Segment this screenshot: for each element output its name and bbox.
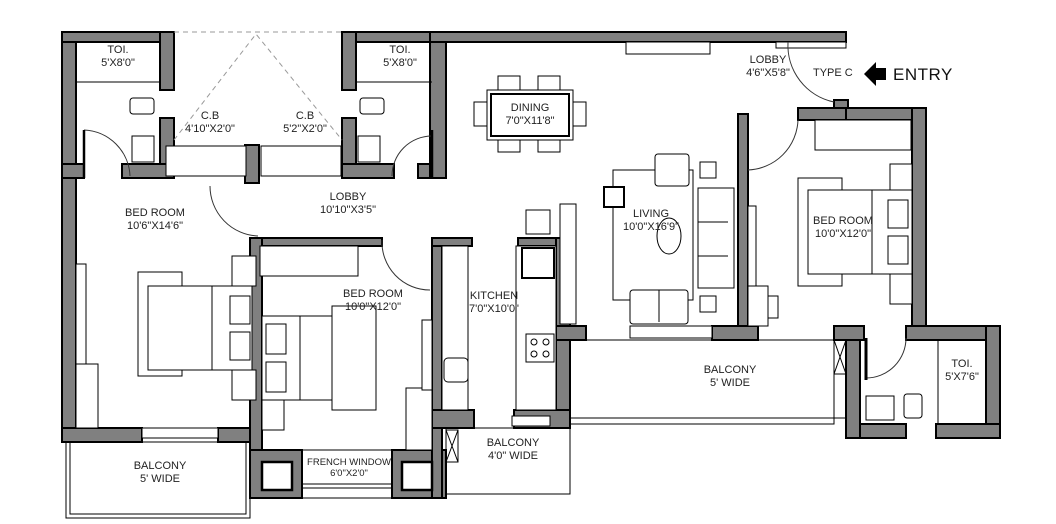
room-size: 5' WIDE — [709, 377, 750, 389]
room-name: BALCONY — [486, 437, 540, 449]
room-size: 10'0"X12'0" — [814, 228, 872, 240]
room-size: 5'2"X2'0" — [283, 123, 327, 135]
room-name: LOBBY — [329, 191, 367, 203]
dining-table — [473, 75, 587, 153]
room-size: 10'0"X12'0" — [344, 301, 402, 313]
balconies — [65, 339, 847, 519]
room-name: FRENCH WINDOW — [307, 457, 391, 468]
room-name: BED ROOM — [813, 215, 873, 227]
room-size: 4'6"X5'8" — [746, 67, 790, 79]
room-size: 6'0"X2'0" — [330, 468, 368, 479]
room-name: KITCHEN — [469, 290, 519, 302]
toilet-fixtures — [129, 97, 939, 424]
room-name: BALCONY — [703, 364, 757, 376]
room-label-cb-right: C.B 5'2"X2'0" — [283, 110, 327, 136]
room-size: 7'0"X10'0" — [469, 303, 519, 315]
room-name: TOI. — [951, 358, 973, 370]
room-size: 5'X7'6" — [945, 371, 979, 383]
room-label-balcony-left: BALCONY 5' WIDE — [134, 460, 187, 486]
room-size: 10'10"X3'5" — [319, 204, 377, 216]
room-size: 7'0"X11'8" — [505, 115, 555, 127]
room-name: C.B — [295, 110, 315, 122]
room-size: 10'6"X14'6" — [126, 220, 184, 232]
room-label-living: LIVING 10'0"X16'9" — [623, 208, 679, 234]
room-label-bedroom-right: BED ROOM 10'0"X12'0" — [813, 215, 873, 241]
room-name: LIVING — [632, 208, 670, 220]
room-label-lobby-central: LOBBY 10'10"X3'5" — [320, 191, 376, 217]
room-label-kitchen: KITCHEN 7'0"X10'0" — [469, 290, 519, 316]
room-label-cb-left: C.B 4'10"X2'0" — [185, 110, 235, 136]
room-label-balcony-main: BALCONY 5' WIDE — [704, 364, 757, 390]
room-label-dining: DINING 7'0"X11'8" — [505, 102, 554, 128]
room-name: TOI. — [107, 44, 129, 56]
bed-left — [75, 255, 257, 439]
room-size: 4'10"X2'0" — [185, 123, 235, 135]
kitchen-counters — [441, 203, 577, 427]
room-size: 5'X8'0" — [101, 57, 135, 69]
cupboard-shelves — [165, 119, 912, 277]
room-name: DINING — [510, 102, 550, 114]
unit-type-label: TYPE C — [813, 67, 853, 79]
room-label-bedroom-left: BED ROOM 10'6"X14'6" — [125, 207, 185, 233]
room-label-toilet-middle: TOI. 5'X8'0" — [383, 44, 417, 70]
room-label-lobby-entry: LOBBY 4'6"X5'8" — [746, 54, 790, 80]
room-size: 4'0" WIDE — [487, 450, 539, 462]
bed-middle — [261, 305, 433, 451]
room-name: BALCONY — [133, 460, 187, 472]
room-name: LOBBY — [749, 54, 787, 66]
entry-arrow-icon — [864, 62, 886, 86]
room-label-balcony-kitchen: BALCONY 4'0" WIDE — [487, 437, 540, 463]
room-name: BED ROOM — [343, 288, 403, 300]
room-name: C.B — [200, 110, 220, 122]
living-furniture — [603, 153, 735, 339]
room-name: BED ROOM — [125, 207, 185, 219]
entry-label: ENTRY — [893, 65, 953, 84]
room-size: 10'0"X16'9" — [622, 221, 680, 233]
room-label-french-window: FRENCH WINDOW 6'0"X2'0" — [307, 457, 391, 479]
room-label-bedroom-middle: BED ROOM 10'0"X12'0" — [343, 288, 403, 314]
bed-right — [747, 163, 913, 327]
room-size: 5'X8'0" — [383, 57, 417, 69]
room-label-toilet-left: TOI. 5'X8'0" — [101, 44, 135, 70]
room-name: TOI. — [389, 44, 411, 56]
room-size: 5' WIDE — [139, 473, 180, 485]
room-label-toilet-right: TOI. 5'X7'6" — [945, 358, 979, 384]
